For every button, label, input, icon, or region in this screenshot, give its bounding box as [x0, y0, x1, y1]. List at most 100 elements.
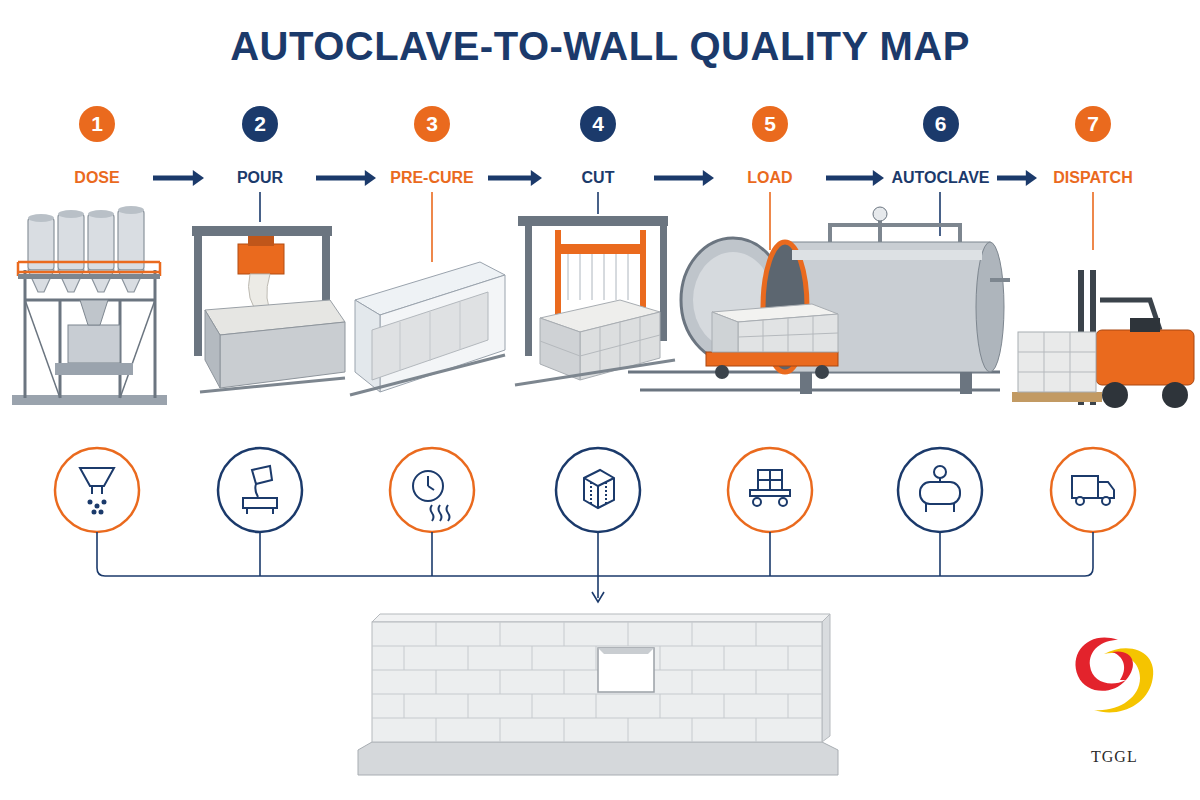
icon-glyph [91, 486, 93, 494]
autoclave-vessel [878, 218, 882, 242]
cutting-machine [660, 226, 667, 341]
rail-track [640, 389, 1000, 392]
leader-line [769, 192, 771, 250]
step-label: PRE-CURE [387, 168, 477, 188]
icon-glyph [1076, 497, 1084, 505]
icon-glyph [1072, 476, 1098, 498]
loading-cart [738, 316, 838, 352]
dosing-plant [28, 270, 54, 292]
flow-arrow-line [153, 176, 194, 181]
process-step: 3PRE-CURE [376, 106, 488, 188]
forklift [1044, 332, 1045, 392]
pre-cure-chamber [460, 302, 461, 350]
aac-wall [372, 694, 822, 695]
icon-glyph [89, 501, 92, 504]
aac-wall [822, 614, 830, 742]
forklift [1096, 330, 1194, 385]
icon-glyph [750, 490, 790, 496]
autoclave-vessel [976, 242, 1004, 372]
logo-mark [1076, 638, 1126, 691]
step-number: 4 [580, 106, 616, 142]
cutting-machine [604, 254, 605, 300]
forklift [1018, 372, 1096, 373]
loading-cart [712, 312, 738, 352]
icon-glyph [96, 505, 99, 508]
icon-glyph [597, 486, 599, 508]
arrow-head [703, 170, 714, 186]
aac-wall [372, 614, 830, 622]
icon-glyph [80, 466, 1114, 521]
aac-wall [358, 614, 838, 775]
bracket [939, 532, 941, 576]
aac-wall [372, 670, 822, 671]
bracket [592, 592, 604, 602]
aac-wall [372, 622, 822, 742]
icon-glyph [252, 466, 272, 484]
icon-glyph [243, 498, 277, 508]
dosing-plant [18, 271, 160, 274]
dosing-plant [58, 270, 84, 292]
icon-glyph [758, 479, 782, 481]
arrow-head [531, 170, 542, 186]
pouring-gantry [205, 310, 220, 388]
forklift [1130, 318, 1160, 332]
icon-glyph [413, 471, 443, 501]
cutting-machine [628, 254, 629, 300]
dosing-plant [24, 270, 27, 398]
icon-glyph [272, 508, 274, 514]
aac-wall [436, 622, 756, 646]
dosing-plant [12, 395, 167, 405]
process-step: 7DISPATCH [1037, 106, 1149, 188]
bracket [97, 532, 1093, 576]
step-label: CUT [579, 168, 618, 188]
dosing-plant [118, 270, 144, 292]
pre-cure-chamber [400, 322, 401, 371]
autoclave-vessel [990, 278, 1010, 282]
loading-cart [706, 304, 838, 379]
process-step: 2POUR [204, 106, 316, 188]
pouring-gantry [192, 226, 345, 392]
step-icon [218, 448, 302, 532]
forklift [1018, 332, 1096, 392]
leader-line [259, 192, 261, 222]
icon-glyph [431, 505, 434, 521]
forklift [1012, 270, 1194, 408]
step-icon [55, 448, 139, 532]
aac-wall [598, 648, 654, 692]
dosing-plant [17, 262, 20, 276]
pre-cure-chamber [350, 355, 505, 395]
aac-wall [372, 622, 822, 742]
leader-line [431, 192, 433, 262]
arrow-head [193, 170, 204, 186]
step-label: DOSE [71, 168, 122, 188]
icon-glyph [753, 498, 761, 506]
icon-glyph [934, 466, 946, 478]
aac-wall [436, 670, 756, 694]
step-icon [55, 448, 1135, 532]
pouring-gantry [238, 244, 284, 274]
flow-arrow-line [654, 176, 704, 181]
step-icon [728, 448, 812, 532]
forklift [1070, 332, 1071, 392]
icon-glyph [953, 504, 955, 512]
autoclave-vessel [792, 250, 982, 260]
cutting-machine [515, 216, 675, 385]
pouring-gantry [248, 236, 274, 246]
dosing-plant [154, 270, 157, 398]
pouring-gantry [220, 322, 345, 388]
dosing-plant [68, 325, 120, 363]
flow-arrow-line [316, 176, 366, 181]
logo-mark [1076, 638, 1154, 713]
bracket [769, 532, 771, 576]
aac-wall [436, 718, 756, 742]
diagram-title: AUTOCLAVE-TO-WALL QUALITY MAP [0, 24, 1200, 69]
icon-glyph [103, 501, 106, 504]
icon-glyph [779, 498, 787, 506]
dosing-plant [25, 300, 60, 398]
pouring-gantry [200, 378, 345, 392]
cutting-machine [525, 226, 532, 356]
dosing-plant [80, 300, 108, 325]
cutting-machine [568, 254, 628, 300]
forklift [1018, 332, 1096, 392]
leader-line [1092, 192, 1094, 250]
